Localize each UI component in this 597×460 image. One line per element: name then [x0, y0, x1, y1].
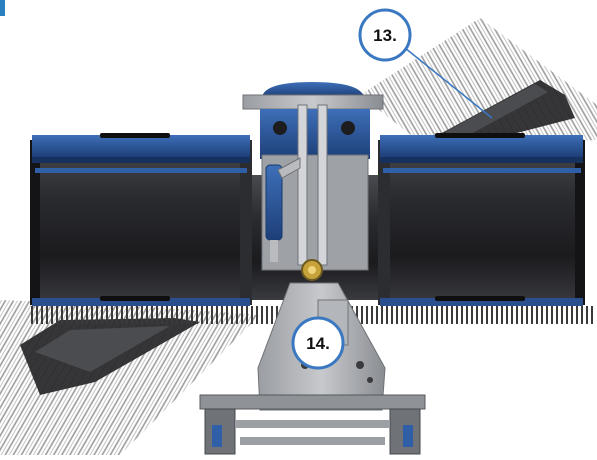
callout-13: 13.: [358, 8, 493, 119]
bristles-right: [345, 306, 595, 324]
left-drum: [30, 140, 250, 305]
callout-14: 14.: [291, 316, 345, 370]
central-mount: [242, 82, 384, 281]
top-frame-right: [380, 135, 583, 157]
callout-circle-13: [358, 8, 412, 62]
corner-accent-mark: [0, 0, 5, 16]
bristles-left: [30, 306, 285, 324]
brush-sweep-upper-right: [360, 18, 597, 150]
right-drum: [380, 140, 585, 305]
top-frame-left: [32, 135, 250, 157]
callout-label-13: 13.: [373, 26, 397, 45]
leader-line-13: [404, 47, 493, 119]
callout-label-14: 14.: [306, 334, 330, 353]
brush-sweep-lower-left: [0, 300, 260, 455]
callout-circle-14: [291, 316, 345, 370]
hydraulic-cylinder: [265, 164, 283, 241]
